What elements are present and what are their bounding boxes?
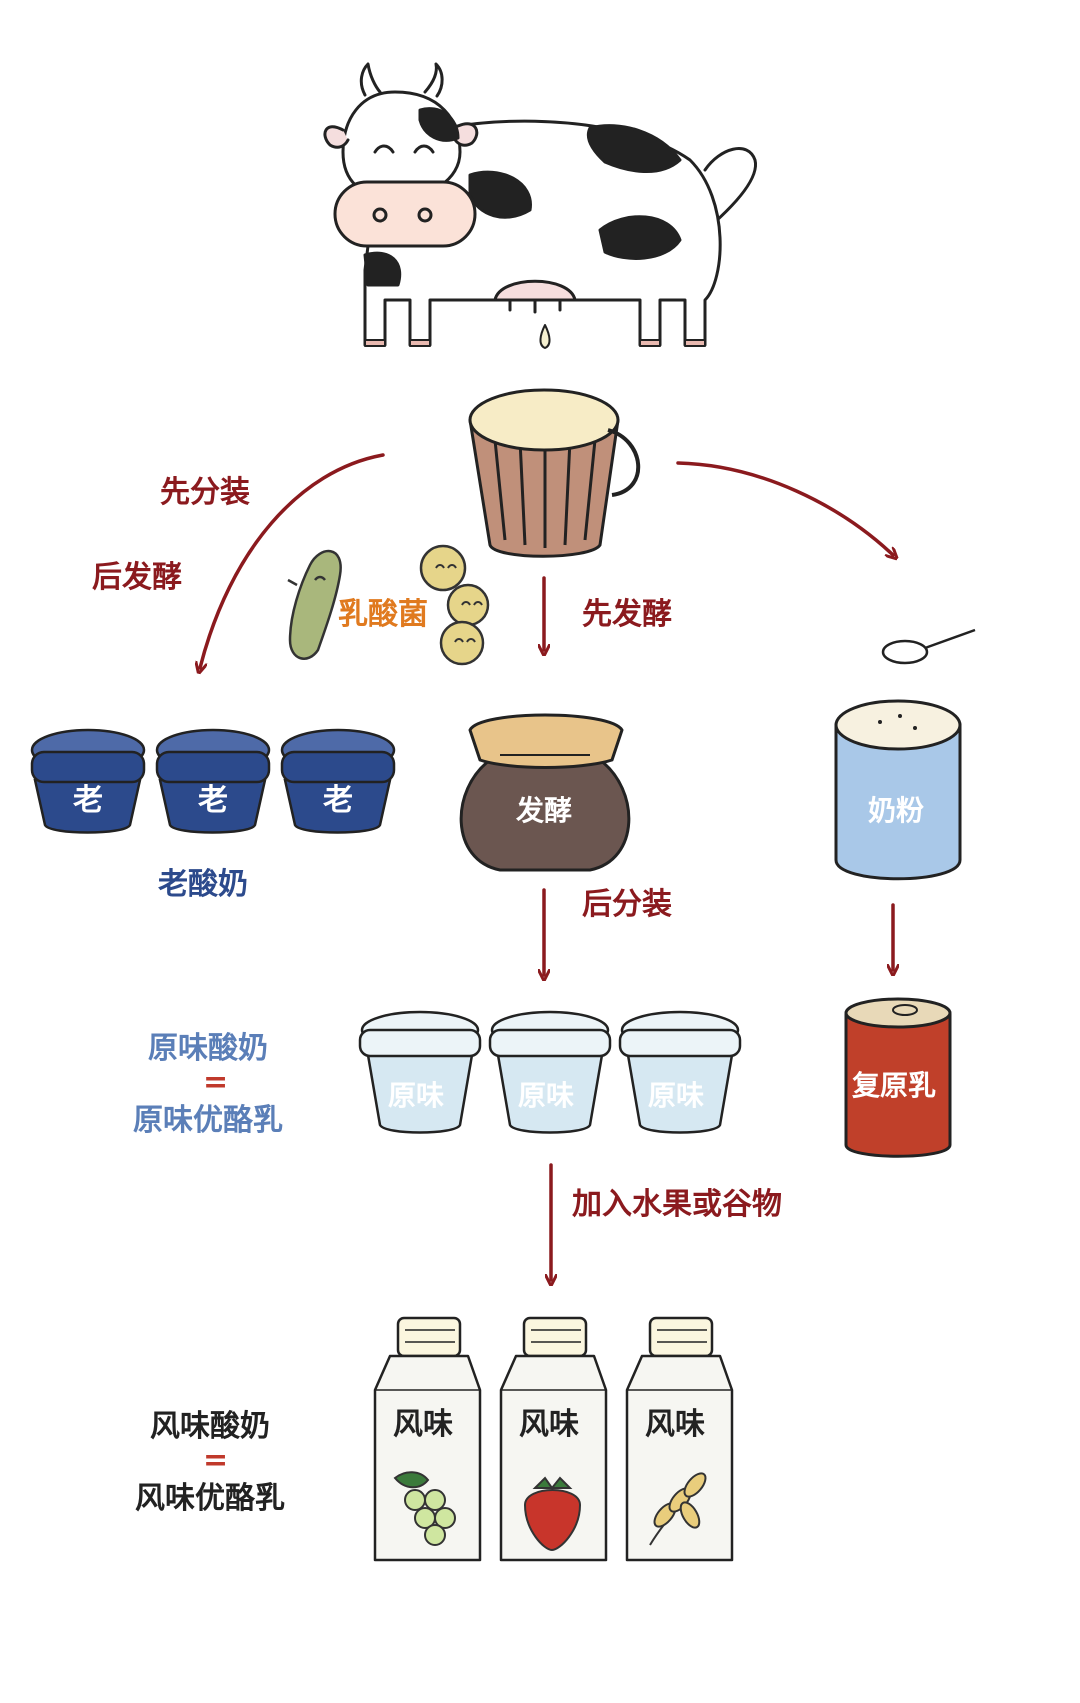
powder-scoop-icon <box>881 628 976 665</box>
plain-yogurt-cup <box>618 1010 742 1134</box>
flavored-caption-bottom: 风味优酪乳 <box>135 1481 285 1516</box>
plain-cup-label: 原味 <box>648 1079 705 1112</box>
reconstituted-milk-label: 复原乳 <box>852 1069 937 1102</box>
flavored-caption-top: 风味酸奶 <box>150 1409 270 1444</box>
plain-yogurt-cup <box>488 1010 612 1134</box>
label-first-ferment: 先发酵 <box>582 597 672 632</box>
flavored-equals: = <box>203 1443 229 1478</box>
strawberry-icon <box>523 1476 582 1552</box>
flavored-carton-label: 风味 <box>519 1407 579 1442</box>
label-lactic-bacteria: 乳酸菌 <box>338 597 428 632</box>
cow-icon <box>323 62 758 349</box>
grain-icon <box>649 1472 707 1546</box>
old-yogurt-caption: 老酸奶 <box>158 867 248 902</box>
plain-caption-bottom: 原味优酪乳 <box>133 1103 283 1138</box>
ferment-jar-label: 发酵 <box>516 794 573 827</box>
grape-icon <box>393 1471 456 1546</box>
process-arrows <box>200 453 893 1280</box>
flavored-carton <box>625 1316 734 1562</box>
arrow-to-old-yogurt <box>200 453 385 668</box>
plain-cup-label: 原味 <box>388 1079 445 1112</box>
plain-equals: = <box>203 1065 229 1100</box>
plain-cup-label: 原味 <box>518 1079 575 1112</box>
old-yogurt-cup-label: 老 <box>323 783 353 818</box>
label-then-ferment: 后发酵 <box>92 560 182 595</box>
milk-bucket-icon <box>468 388 641 558</box>
flavored-carton-label: 风味 <box>393 1407 453 1442</box>
label-then-pack: 后分装 <box>582 887 672 922</box>
old-yogurt-cup <box>30 728 146 834</box>
flavored-carton-label: 风味 <box>645 1407 705 1442</box>
ferment-jar-icon <box>459 713 631 872</box>
label-add-fruit-grain: 加入水果或谷物 <box>572 1187 782 1222</box>
plain-yogurt-cups <box>358 1010 742 1134</box>
old-yogurt-cup <box>280 728 396 834</box>
milk-powder-tin-icon <box>834 699 962 881</box>
plain-caption-top: 原味酸奶 <box>148 1031 268 1066</box>
arrow-to-powder <box>676 461 893 555</box>
old-yogurt-cup-label: 老 <box>198 783 228 818</box>
old-yogurt-cup-label: 老 <box>73 783 103 818</box>
old-yogurt-cups <box>30 728 396 834</box>
reconstituted-milk-can-icon <box>844 997 952 1158</box>
milk-powder-label: 奶粉 <box>868 794 925 827</box>
old-yogurt-cup <box>155 728 271 834</box>
label-first-pack: 先分装 <box>160 475 250 510</box>
flavored-carton <box>373 1316 482 1562</box>
plain-yogurt-cup <box>358 1010 482 1134</box>
lactic-bacteria-icon <box>287 544 490 666</box>
